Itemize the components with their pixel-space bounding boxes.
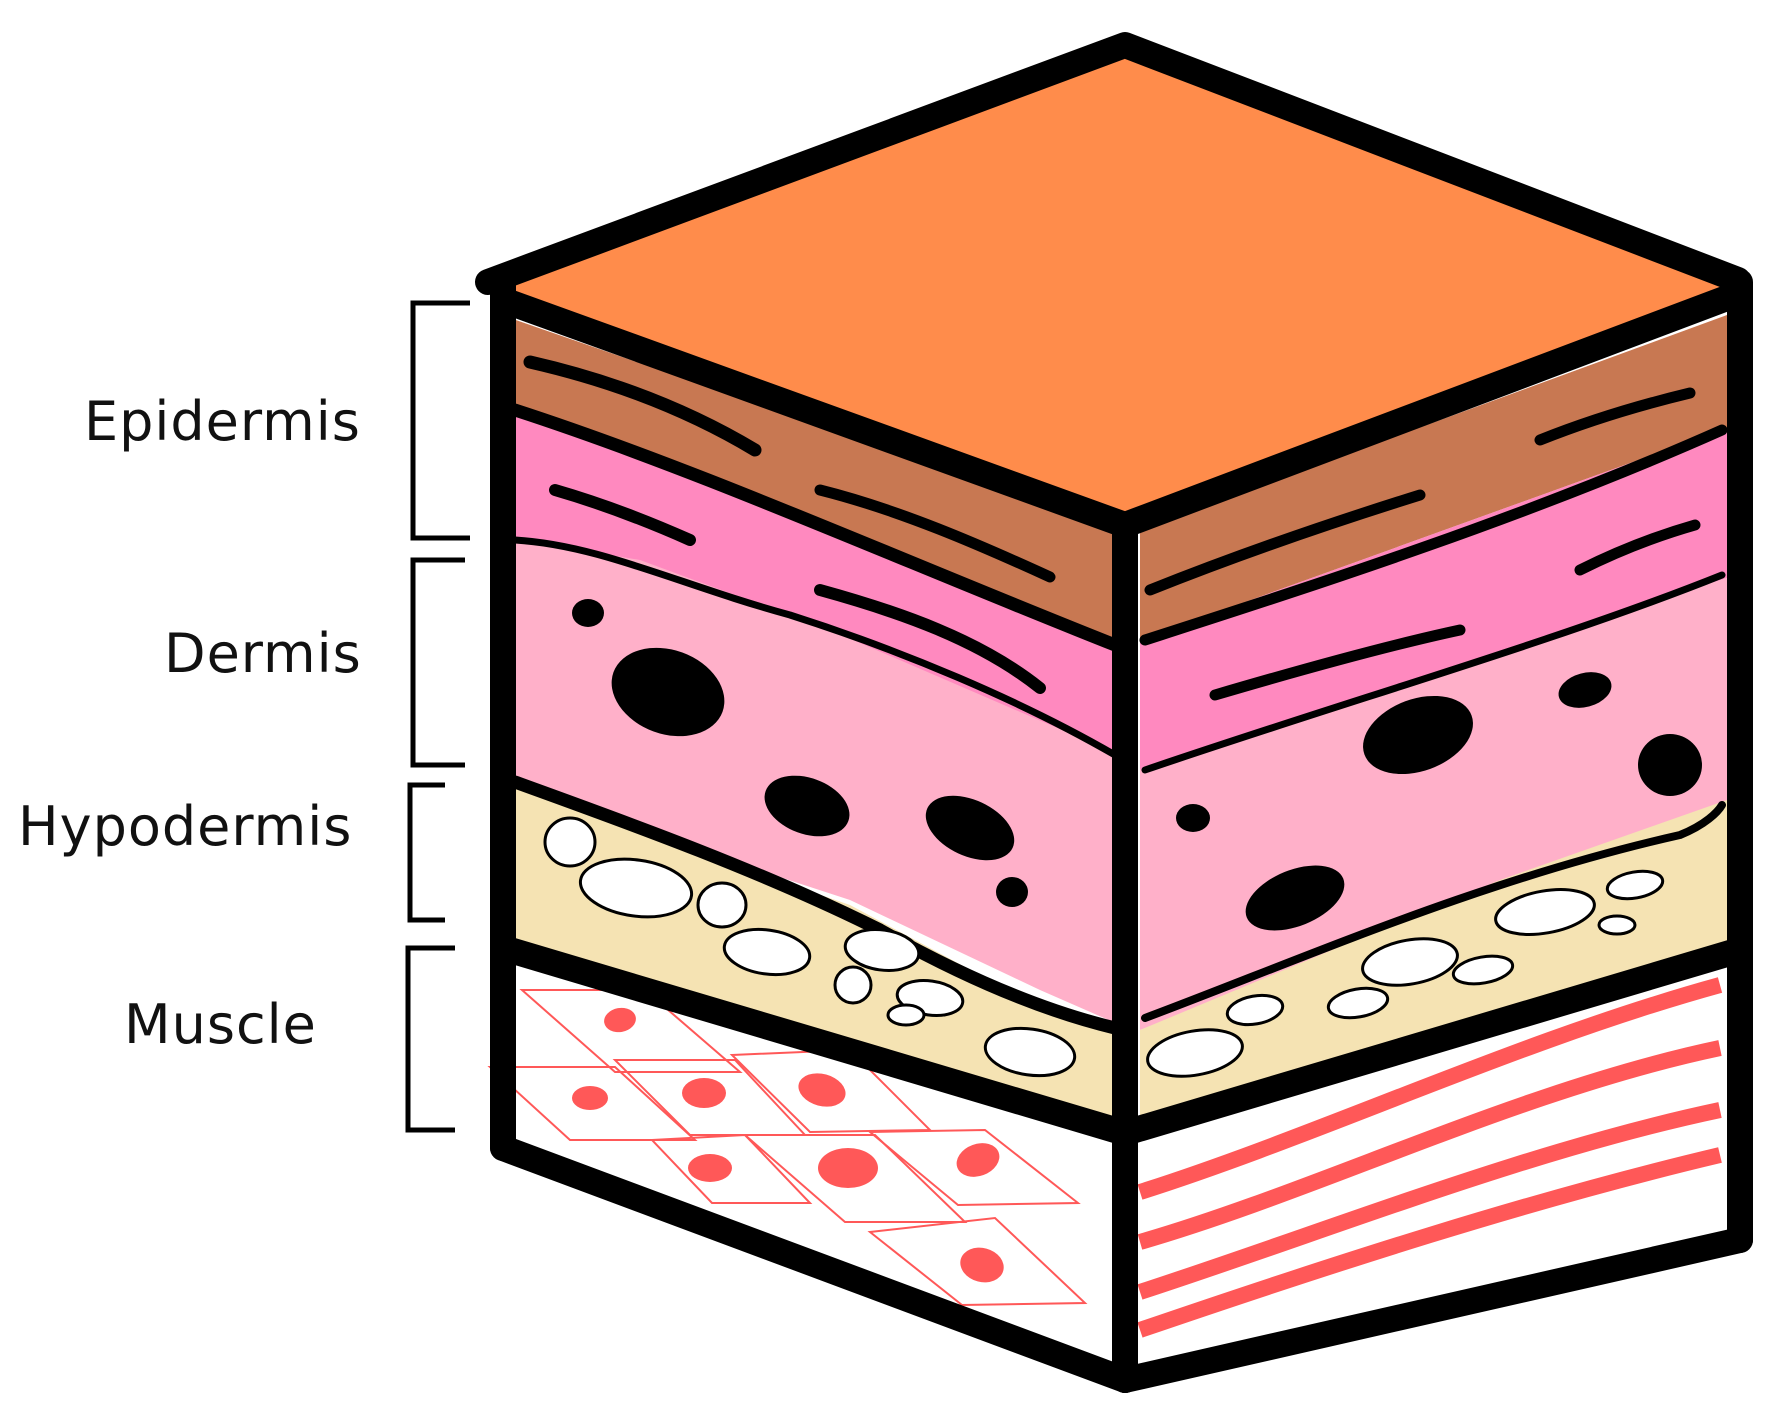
left-line-dermis-hypo bbox=[508, 775, 1122, 1035]
right-line-dermis-hypo bbox=[1141, 801, 1726, 1022]
fat-cell bbox=[1361, 937, 1459, 987]
dermis-blob bbox=[925, 795, 1015, 861]
fat-cell bbox=[843, 928, 921, 972]
dermis-blob bbox=[1176, 804, 1210, 832]
right-dermis-blobs bbox=[1176, 672, 1702, 931]
muscle-cell-outline bbox=[867, 1128, 1081, 1207]
left-face bbox=[487, 318, 1122, 1368]
dermis-blob bbox=[572, 599, 604, 627]
left-stripe-3 bbox=[549, 484, 696, 546]
cube-outline bbox=[475, 32, 1753, 1393]
muscle-nucleus bbox=[798, 1073, 846, 1107]
left-stripe-2 bbox=[814, 484, 1056, 583]
muscle-cell-outline bbox=[867, 1216, 1088, 1307]
outline-muscle-left bbox=[490, 935, 1138, 1146]
right-fat-cells bbox=[1146, 869, 1665, 1078]
outline-top bbox=[475, 32, 1751, 295]
right-muscle-layer bbox=[1140, 945, 1727, 1368]
left-epidermis-layer bbox=[510, 410, 1120, 755]
dermis-blob bbox=[764, 775, 850, 837]
muscle-fiber bbox=[1137, 977, 1723, 1200]
right-stripe-1 bbox=[1144, 489, 1426, 596]
epidermis-bracket bbox=[410, 300, 470, 541]
muscle-nucleus bbox=[688, 1154, 732, 1182]
muscle-nucleus bbox=[572, 1086, 608, 1110]
fat-cell bbox=[1597, 914, 1637, 936]
epidermis-label: Epidermis bbox=[84, 390, 361, 453]
muscle-cell-outline bbox=[487, 1066, 698, 1141]
right-stratum-corneum bbox=[1140, 315, 1727, 640]
dermis-bracket bbox=[410, 557, 465, 768]
muscle-bracket bbox=[405, 945, 455, 1133]
right-line-epi-dermis bbox=[1141, 571, 1726, 774]
right-epidermis-layer bbox=[1140, 428, 1727, 770]
outline-bottom-right bbox=[1112, 1227, 1753, 1393]
fat-cell bbox=[1494, 888, 1596, 936]
muscle-fiber bbox=[1137, 1040, 1722, 1250]
dermis-blob bbox=[1363, 695, 1473, 775]
dermis-blob bbox=[1245, 865, 1345, 931]
muscle-fiber bbox=[1137, 1147, 1722, 1338]
right-stripe-2 bbox=[1534, 387, 1696, 446]
muscle-nucleus bbox=[956, 1143, 1000, 1177]
muscle-nucleus bbox=[818, 1148, 878, 1188]
muscle-fiber bbox=[1137, 1102, 1722, 1300]
muscle-cell-outline bbox=[649, 1133, 813, 1204]
fat-cell bbox=[833, 965, 873, 1005]
fat-cell bbox=[722, 927, 812, 977]
fat-cell bbox=[543, 816, 597, 868]
dermis-blob bbox=[996, 877, 1028, 907]
right-face bbox=[1137, 315, 1728, 1368]
left-stripe-1 bbox=[523, 355, 762, 457]
dermis-blob bbox=[1558, 672, 1612, 708]
muscle-nucleus bbox=[682, 1078, 726, 1108]
muscle-nucleus bbox=[960, 1247, 1004, 1283]
left-fat-cells bbox=[543, 816, 1077, 1078]
left-line-epi-dermis bbox=[511, 536, 1119, 759]
fat-cell bbox=[1326, 986, 1390, 1020]
muscle-nucleus bbox=[604, 1007, 636, 1033]
fat-cell bbox=[696, 881, 748, 929]
dermis-label: Dermis bbox=[164, 622, 362, 685]
right-stripe-4 bbox=[1574, 519, 1701, 576]
muscle-label: Muscle bbox=[124, 993, 317, 1056]
left-line-corneum-epi bbox=[508, 403, 1122, 652]
left-dermis-blobs bbox=[572, 599, 1028, 907]
fat-cell bbox=[1451, 954, 1515, 986]
fat-cell bbox=[983, 1026, 1077, 1078]
fat-cell bbox=[1605, 869, 1665, 901]
fat-cell bbox=[578, 857, 694, 919]
fat-cell bbox=[1225, 993, 1285, 1027]
right-line-corneum-epi bbox=[1139, 424, 1728, 646]
left-stripe-4 bbox=[814, 584, 1046, 694]
right-stripe-3 bbox=[1209, 624, 1466, 701]
hypodermis-bracket bbox=[407, 782, 445, 923]
dermis-blob bbox=[611, 647, 725, 737]
fat-cell bbox=[1146, 1028, 1244, 1078]
hypodermis-label: Hypodermis bbox=[18, 795, 353, 858]
outline-muscle-right bbox=[1112, 937, 1753, 1146]
brackets bbox=[405, 300, 470, 1133]
outline-bottom-left bbox=[490, 1135, 1138, 1393]
fat-cell bbox=[886, 1003, 926, 1027]
dermis-blob bbox=[1638, 734, 1702, 796]
right-muscle-fibers bbox=[1137, 977, 1723, 1338]
